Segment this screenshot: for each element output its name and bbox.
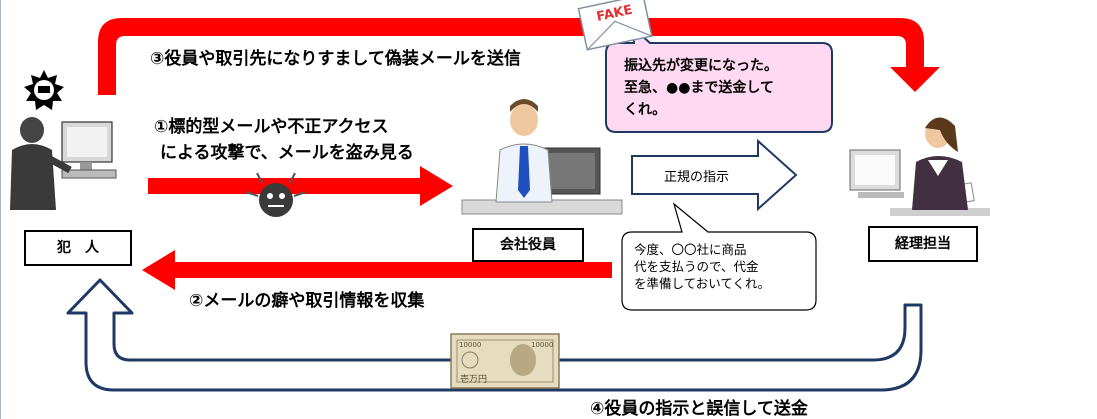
step1-label-line2: による攻撃で、メールを盗み見る bbox=[160, 143, 414, 163]
fake-bubble-line2: 至急、●●まで送金して bbox=[624, 80, 775, 96]
malware-bug-icon bbox=[245, 172, 307, 217]
legit-speech-bubble bbox=[621, 202, 817, 311]
step4-label: ④役員の指示と誤信して送金 bbox=[590, 399, 808, 419]
banknote-icon bbox=[450, 333, 560, 389]
executive-figure-icon bbox=[461, 99, 623, 215]
legit-instruction-arrow bbox=[631, 138, 798, 212]
step1-red-arrow bbox=[148, 166, 453, 206]
step3-red-arrow bbox=[98, 18, 940, 95]
legit-bubble-line3: を準備しておいてくれ。 bbox=[634, 276, 771, 291]
step3-label: ③役員や取引先になりすまして偽装メールを送信 bbox=[150, 49, 521, 69]
fake-speech-bubble bbox=[605, 24, 833, 133]
hacker-badge-icon bbox=[24, 70, 64, 110]
accounting-figure-icon bbox=[849, 117, 990, 216]
fake-envelope-label: FAKE bbox=[595, 3, 634, 25]
criminal-figure-icon bbox=[10, 117, 117, 210]
step4-return-arrow bbox=[66, 278, 923, 392]
step2-label: ②メールの癖や取引情報を収集 bbox=[189, 291, 425, 311]
legit-bubble-line2: 代を支払うので、代金 bbox=[634, 259, 759, 274]
banknote-denomination: 壱万円 bbox=[460, 373, 487, 385]
fake-bubble-line3: くれ。 bbox=[624, 102, 667, 118]
left-frame-line bbox=[0, 0, 1, 419]
step1-label-line1: ①標的型メールや不正アクセス bbox=[154, 117, 389, 137]
criminal-label: 犯 人 bbox=[24, 230, 132, 266]
banknote-value-right: 10000 bbox=[531, 341, 553, 349]
fake-envelope-icon bbox=[577, 0, 653, 51]
fake-bubble-line1: 振込先が変更になった。 bbox=[624, 58, 778, 74]
legit-instruction-label: 正規の指示 bbox=[664, 170, 730, 185]
legit-bubble-line1: 今度、〇〇社に商品 bbox=[634, 242, 747, 257]
executive-label: 会社役員 bbox=[472, 228, 584, 262]
accounting-label: 経理担当 bbox=[868, 226, 978, 262]
step2-red-arrow bbox=[142, 250, 612, 290]
banknote-value-left: 10000 bbox=[459, 341, 481, 349]
